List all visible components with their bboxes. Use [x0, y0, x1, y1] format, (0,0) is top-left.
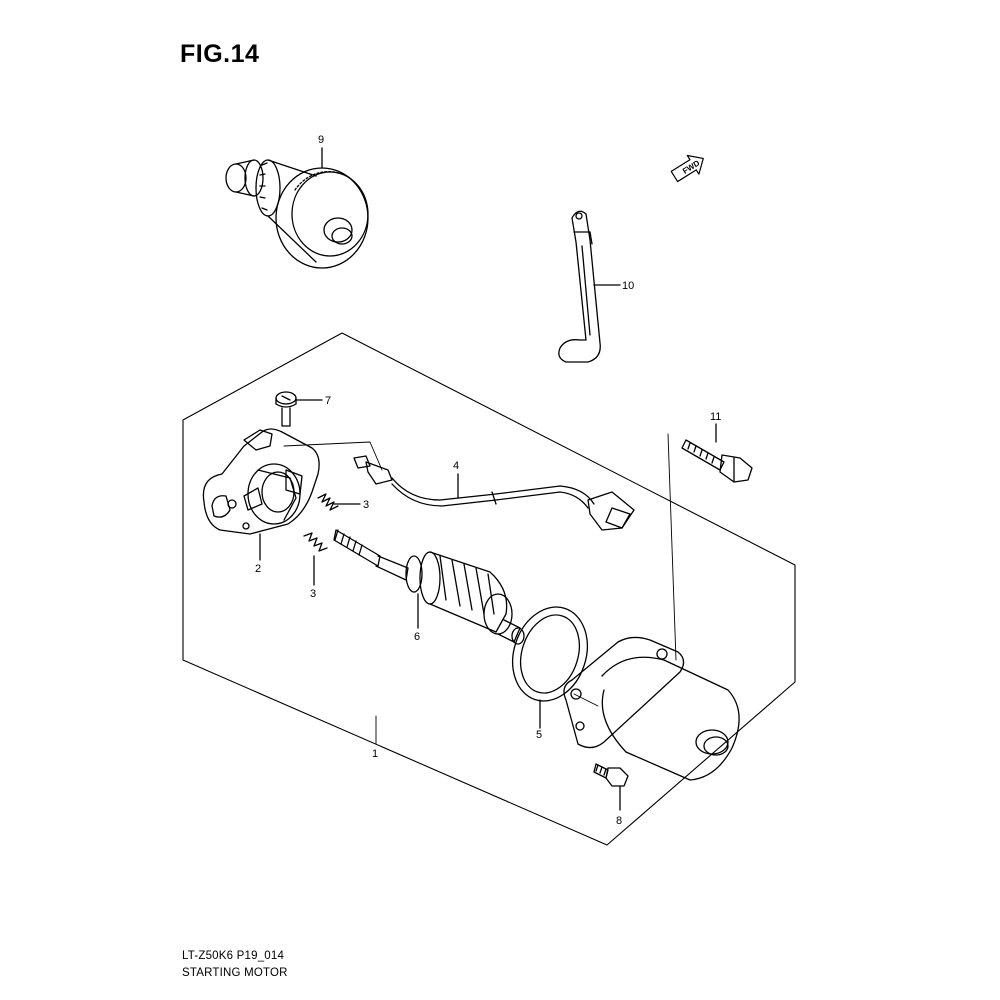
part-5-o-ring — [512, 606, 588, 729]
assembly-outline — [182, 332, 796, 846]
callout-3a: 3 — [363, 499, 369, 511]
callout-7: 7 — [325, 395, 331, 407]
part-6-armature — [333, 529, 525, 645]
part-3-spring-lower — [303, 532, 328, 586]
callout-6: 6 — [414, 631, 420, 643]
part-9-starter-gear — [225, 147, 369, 269]
fwd-arrow-icon: FWD — [670, 154, 704, 183]
callout-4: 4 — [453, 460, 459, 472]
part-8-screw — [593, 763, 629, 811]
callout-9: 9 — [318, 134, 324, 146]
part-10-bracket — [558, 210, 621, 363]
part-3-spring-upper — [317, 493, 361, 511]
callout-8: 8 — [616, 815, 622, 827]
part-4-lead-wire — [353, 455, 635, 531]
callout-5: 5 — [536, 729, 542, 741]
figure-title: FIG.14 — [180, 40, 260, 68]
part-2-brush-holder — [202, 428, 320, 561]
callout-10: 10 — [622, 280, 634, 292]
callout-2: 2 — [255, 563, 261, 575]
callout-3b: 3 — [310, 588, 316, 600]
part-7-screw — [275, 391, 323, 427]
callout-1: 1 — [372, 748, 378, 760]
diagram-caption: STARTING MOTOR — [182, 967, 288, 979]
motor-housing — [563, 636, 740, 781]
callout-11: 11 — [710, 411, 721, 423]
part-11-bolt — [681, 423, 753, 483]
model-code: LT-Z50K6 P19_014 — [182, 950, 285, 962]
